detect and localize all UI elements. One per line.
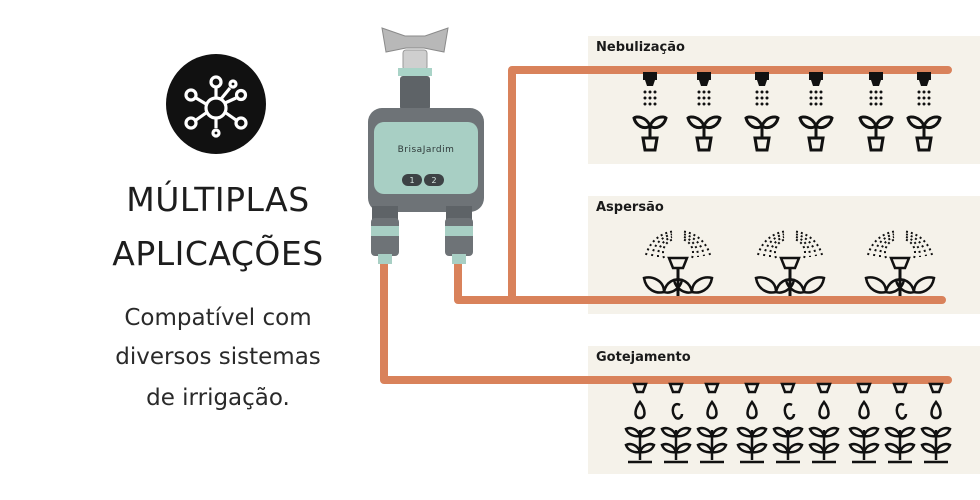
plant-icon: [906, 115, 942, 152]
seedling-icon: [772, 426, 804, 464]
misting-panel: [588, 36, 980, 164]
misting-emitters: [632, 72, 942, 152]
drip-emitter-icon: [704, 382, 720, 420]
misting-nozzle-icon: [697, 72, 711, 106]
network-hub-badge: [166, 54, 266, 154]
device-button-1-label: 1: [409, 176, 414, 185]
seedling-icon: [848, 426, 880, 464]
sprinkler-emitters: [642, 230, 936, 296]
tap-connector: [402, 49, 428, 71]
misting-nozzle-icon: [809, 72, 823, 106]
seedling-icon: [624, 426, 656, 464]
hoses: [380, 66, 952, 384]
device-button-1[interactable]: [402, 174, 422, 186]
device-face: [374, 122, 478, 194]
sprinkler-panel: [588, 196, 980, 314]
seedling-icon: [920, 426, 952, 464]
hose-sprinkler: [454, 258, 946, 304]
outlet-2: [445, 218, 473, 256]
plant-icon: [858, 115, 894, 152]
seedling-icon: [884, 426, 916, 464]
drip-emitter-icon: [780, 382, 796, 420]
misting-nozzle-icon: [869, 72, 883, 106]
drip-emitter-icon: [816, 382, 832, 420]
seedling-icon: [808, 426, 840, 464]
hose-misting: [508, 66, 952, 300]
plant-icon: [686, 115, 722, 152]
plant-icon: [632, 115, 668, 152]
seedling-icon: [660, 426, 692, 464]
drip-emitter-icon: [856, 382, 872, 420]
drip-emitter-icon: [892, 382, 908, 420]
drip-emitter-icon: [928, 382, 944, 420]
water-timer-device: BrisaJardim 1 2: [368, 27, 484, 264]
misting-nozzle-icon: [917, 72, 931, 106]
misting-nozzle-icon: [755, 72, 769, 106]
headline-line-2: APLICAÇÕES: [112, 234, 324, 273]
seedling-icon: [736, 426, 768, 464]
sprinkler-icon: [642, 230, 714, 296]
drip-emitter-icon: [632, 382, 648, 420]
body-line-1: Compatível com: [124, 305, 312, 331]
device-button-2[interactable]: [424, 174, 444, 186]
hose-drip: [380, 258, 952, 384]
device-brand: BrisaJardim: [398, 145, 455, 155]
wing-nut: [381, 27, 449, 53]
drip-emitter-icon: [744, 382, 760, 420]
plant-icon: [744, 115, 780, 152]
drip-emitter-icon: [668, 382, 684, 420]
device-button-2-label: 2: [431, 176, 436, 185]
section-label-drip: Gotejamento: [596, 350, 691, 365]
section-label-misting: Nebulização: [596, 40, 685, 55]
network-hub-icon: [184, 75, 248, 138]
seedling-icon: [696, 426, 728, 464]
sprinkler-icon: [754, 230, 826, 296]
sprinkler-icon: [864, 230, 936, 296]
outlet-1: [371, 218, 399, 256]
misting-nozzle-icon: [643, 72, 657, 106]
headline-line-1: MÚLTIPLAS: [126, 180, 310, 219]
body-line-3: de irrigação.: [146, 385, 290, 411]
drip-emitters: [624, 382, 952, 464]
plant-icon: [798, 115, 834, 152]
section-label-sprinkler: Aspersão: [596, 200, 664, 215]
body-line-2: diversos sistemas: [115, 344, 321, 370]
